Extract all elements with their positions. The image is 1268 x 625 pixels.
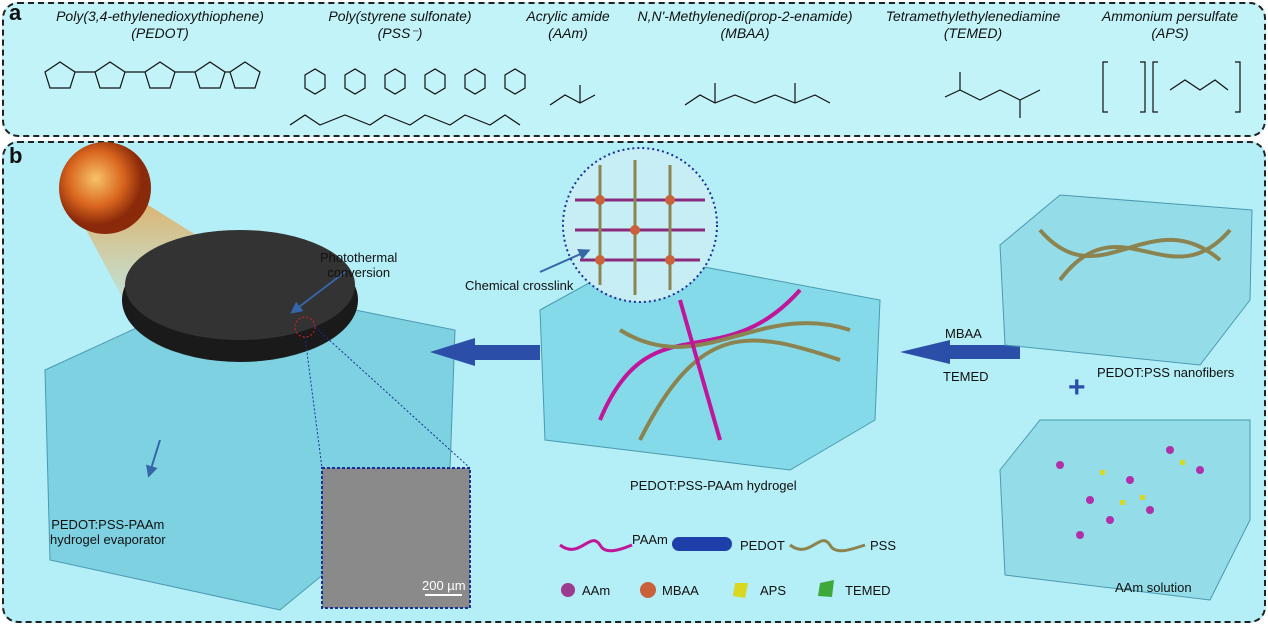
aam-structure bbox=[549, 85, 596, 106]
legend-paam-icon bbox=[559, 539, 633, 553]
legend-aam-icon bbox=[561, 583, 575, 597]
solution-label: AAm solution bbox=[1115, 580, 1192, 595]
legend-paam-label: PAAm bbox=[632, 532, 668, 547]
nanofiber-block bbox=[999, 194, 1253, 366]
temed-structure bbox=[944, 72, 1041, 118]
mbaa-label: MBAA bbox=[945, 326, 982, 341]
hydrogel-fibers bbox=[598, 288, 851, 441]
nanofibers-label: PEDOT:PSS nanofibers bbox=[1097, 365, 1235, 380]
temed-label: TEMED bbox=[943, 369, 989, 384]
legend-pedot-icon bbox=[672, 537, 732, 551]
panel-a bbox=[2, 2, 1266, 137]
panel-a-label: a bbox=[9, 0, 22, 25]
scale-bar-label: 200 µm bbox=[422, 578, 466, 593]
compound-aam: Acrylic amide(AAm) bbox=[526, 8, 610, 41]
compound-mbaa: N,N'-Methylenedi(prop-2-enamide)(MBAA) bbox=[637, 8, 853, 41]
crosslink-zoom-circle bbox=[562, 147, 718, 303]
sun-icon bbox=[59, 142, 151, 234]
aps-structure bbox=[1102, 61, 1241, 113]
sem-image bbox=[321, 467, 471, 609]
plus-sign: + bbox=[1068, 371, 1086, 404]
photothermal-label: Photothermal conversion bbox=[320, 250, 398, 280]
arrow-left-big bbox=[430, 338, 540, 366]
hydrogel-block bbox=[539, 254, 881, 471]
legend-pss-icon bbox=[789, 539, 866, 553]
arrow-left-small bbox=[900, 340, 1020, 364]
legend-mbaa-label: MBAA bbox=[662, 583, 699, 598]
legend-aps-icon bbox=[733, 583, 748, 598]
pedot-structure bbox=[44, 61, 261, 89]
legend-temed-label: TEMED bbox=[845, 583, 891, 598]
panel-b-label: b bbox=[9, 143, 23, 168]
mbaa-structure bbox=[684, 83, 831, 106]
evaporator-label: PEDOT:PSS-PAAm hydrogel evaporator bbox=[50, 517, 166, 547]
compound-temed: Tetramethylethylenediamine(TEMED) bbox=[885, 8, 1061, 41]
solution-block bbox=[999, 419, 1251, 601]
hydrogel-label: PEDOT:PSS-PAAm hydrogel bbox=[630, 478, 797, 493]
legend-temed-icon bbox=[818, 580, 834, 597]
legend-mbaa-icon bbox=[640, 582, 656, 598]
legend-pedot-label: PEDOT bbox=[740, 538, 785, 553]
legend-aps-label: APS bbox=[760, 583, 787, 598]
legend-pss-label: PSS bbox=[870, 538, 897, 553]
compound-aps: Ammonium persulfate(APS) bbox=[1101, 8, 1239, 41]
legend-aam-label: AAm bbox=[582, 583, 611, 598]
compound-pedot: Poly(3,4-ethylenedioxythiophene)(PEDOT) bbox=[56, 8, 264, 41]
compound-pss: Poly(styrene sulfonate)(PSS⁻) bbox=[328, 8, 472, 41]
pss-structure bbox=[289, 68, 526, 126]
crosslink-label: Chemical crosslink bbox=[465, 278, 574, 293]
